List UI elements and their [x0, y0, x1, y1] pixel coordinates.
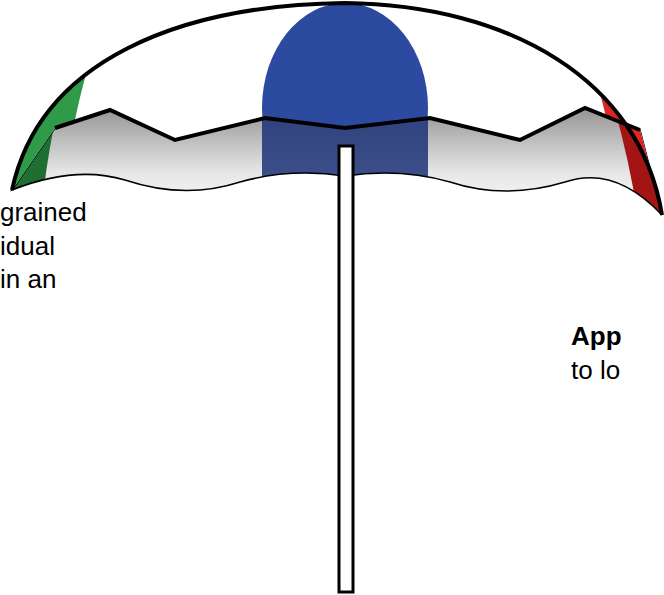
caption-text: to lo	[571, 355, 620, 385]
canopy-outline	[12, 3, 662, 215]
umbrella-canopy	[0, 0, 664, 250]
caption-text: grained	[0, 197, 87, 227]
canopy-rim	[55, 108, 640, 140]
caption-text: idual	[0, 231, 55, 261]
caption-text: App	[571, 321, 622, 351]
caption-text: in an	[0, 264, 56, 294]
umbrella-stem	[339, 146, 353, 592]
